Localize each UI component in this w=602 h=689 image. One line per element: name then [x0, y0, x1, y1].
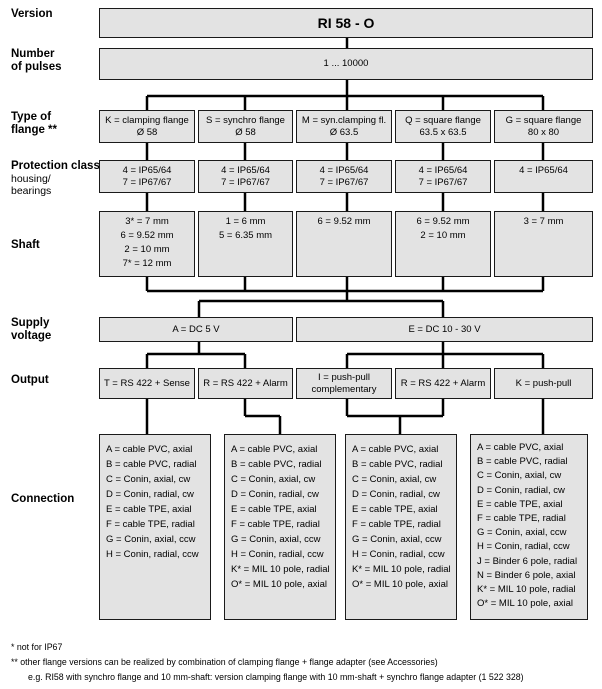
supply-box-dc10-30v: E = DC 10 - 30 V — [296, 317, 593, 342]
list-item: K* = MIL 10 pole, radial — [352, 564, 451, 575]
list-item: G = Conin, axial, ccw — [352, 534, 442, 545]
list-item: F = cable TPE, radial — [352, 519, 441, 530]
list-item: E = cable TPE, axial — [106, 504, 192, 515]
list-item: F = cable TPE, radial — [477, 513, 566, 525]
protection-box-k: 4 = IP65/64 7 = IP67/67 — [99, 160, 195, 193]
list-item: D = Conin, radial, cw — [231, 489, 319, 500]
label-supply-voltage: Supply voltage — [11, 317, 52, 342]
list-item: K* = MIL 10 pole, radial — [477, 584, 576, 596]
list-item: D = Conin, radial, cw — [352, 489, 440, 500]
flange-box-g: G = square flange 80 x 80 — [494, 110, 593, 143]
list-item: H = Conin, radial, ccw — [352, 549, 445, 560]
output-box-i: I = push-pull complementary — [296, 368, 392, 399]
list-item: C = Conin, axial, cw — [106, 474, 191, 485]
supply-box-dc5v: A = DC 5 V — [99, 317, 293, 342]
list-item: B = cable PVC, radial — [477, 456, 568, 468]
list-item: F = cable TPE, radial — [231, 519, 320, 530]
connection-list-3: A = cable PVC, axial B = cable PVC, radi… — [345, 434, 457, 620]
label-flange-type: Type of flange ** — [11, 111, 58, 136]
shaft-box-m: 6 = 9.52 mm — [296, 211, 392, 277]
list-item: B = cable PVC, radial — [231, 459, 322, 470]
pulses-value: 1 ... 10000 — [323, 58, 369, 69]
list-item: H = Conin, radial, ccw — [231, 549, 324, 560]
list-item: B = cable PVC, radial — [352, 459, 443, 470]
list-item: N = Binder 6 pole, axial — [477, 569, 576, 581]
connection-list-1: A = cable PVC, axial B = cable PVC, radi… — [99, 434, 211, 620]
list-item: G = Conin, axial, ccw — [477, 527, 567, 539]
label-protection-class: Protection class housing/ bearings — [11, 160, 100, 197]
list-item: A = cable PVC, axial — [352, 444, 439, 455]
footnote-flange-versions: ** other flange versions can be realized… — [11, 657, 438, 667]
footnote-example: e.g. RI58 with synchro flange and 10 mm-… — [28, 672, 524, 682]
list-item: K* = MIL 10 pole, radial — [231, 564, 330, 575]
version-value: RI 58 - O — [317, 15, 375, 31]
label-shaft: Shaft — [11, 239, 40, 251]
list-item: C = Conin, axial, cw — [352, 474, 437, 485]
shaft-box-k: 3* = 7 mm 6 = 9.52 mm 2 = 10 mm 7* = 12 … — [99, 211, 195, 277]
flange-box-q: Q = square flange 63.5 x 63.5 — [395, 110, 491, 143]
list-item: H = Conin, radial, ccw — [106, 549, 199, 560]
list-item: F = cable TPE, radial — [106, 519, 195, 530]
protection-box-g: 4 = IP65/64 — [494, 160, 593, 193]
label-connection: Connection — [11, 493, 75, 505]
list-item: D = Conin, radial, cw — [106, 489, 194, 500]
output-box-r-e: R = RS 422 + Alarm — [395, 368, 491, 399]
shaft-box-s: 1 = 6 mm 5 = 6.35 mm — [198, 211, 293, 277]
list-item: E = cable TPE, axial — [477, 498, 563, 510]
list-item: G = Conin, axial, ccw — [231, 534, 321, 545]
flange-box-k: K = clamping flange Ø 58 — [99, 110, 195, 143]
output-box-k: K = push-pull — [494, 368, 593, 399]
list-item: O* = MIL 10 pole, axial — [477, 598, 574, 610]
output-box-t: T = RS 422 + Sense — [99, 368, 195, 399]
list-item: E = cable TPE, axial — [352, 504, 438, 515]
pulses-box: 1 ... 10000 — [99, 48, 593, 80]
footnote-ip67: * not for IP67 — [11, 642, 63, 652]
protection-box-q: 4 = IP65/64 7 = IP67/67 — [395, 160, 491, 193]
list-item: B = cable PVC, radial — [106, 459, 197, 470]
protection-box-s: 4 = IP65/64 7 = IP67/67 — [198, 160, 293, 193]
connection-list-2: A = cable PVC, axial B = cable PVC, radi… — [224, 434, 336, 620]
list-item: A = cable PVC, axial — [477, 442, 564, 453]
list-item: E = cable TPE, axial — [231, 504, 317, 515]
protection-box-m: 4 = IP65/64 7 = IP67/67 — [296, 160, 392, 193]
list-item: G = Conin, axial, ccw — [106, 534, 196, 545]
list-item: H = Conin, radial, ccw — [477, 541, 570, 553]
list-item: A = cable PVC, axial — [231, 444, 318, 455]
shaft-box-g: 3 = 7 mm — [494, 211, 593, 277]
list-item: C = Conin, axial, cw — [477, 470, 562, 482]
flange-box-m: M = syn.clamping fl. Ø 63.5 — [296, 110, 392, 143]
shaft-box-q: 6 = 9.52 mm 2 = 10 mm — [395, 211, 491, 277]
output-box-r-a: R = RS 422 + Alarm — [198, 368, 293, 399]
list-item: J = Binder 6 pole, radial — [477, 555, 578, 567]
list-item: D = Conin, radial, cw — [477, 484, 565, 496]
version-box: RI 58 - O — [99, 8, 593, 38]
list-item: C = Conin, axial, cw — [231, 474, 316, 485]
list-item: O* = MIL 10 pole, axial — [231, 579, 328, 590]
list-item: O* = MIL 10 pole, axial — [352, 579, 449, 590]
label-version: Version — [11, 8, 53, 20]
label-pulses: Number of pulses — [11, 48, 62, 73]
label-output: Output — [11, 374, 49, 386]
connection-list-4: A = cable PVC, axial B = cable PVC, radi… — [470, 434, 588, 620]
flange-box-s: S = synchro flange Ø 58 — [198, 110, 293, 143]
list-item: A = cable PVC, axial — [106, 444, 193, 455]
